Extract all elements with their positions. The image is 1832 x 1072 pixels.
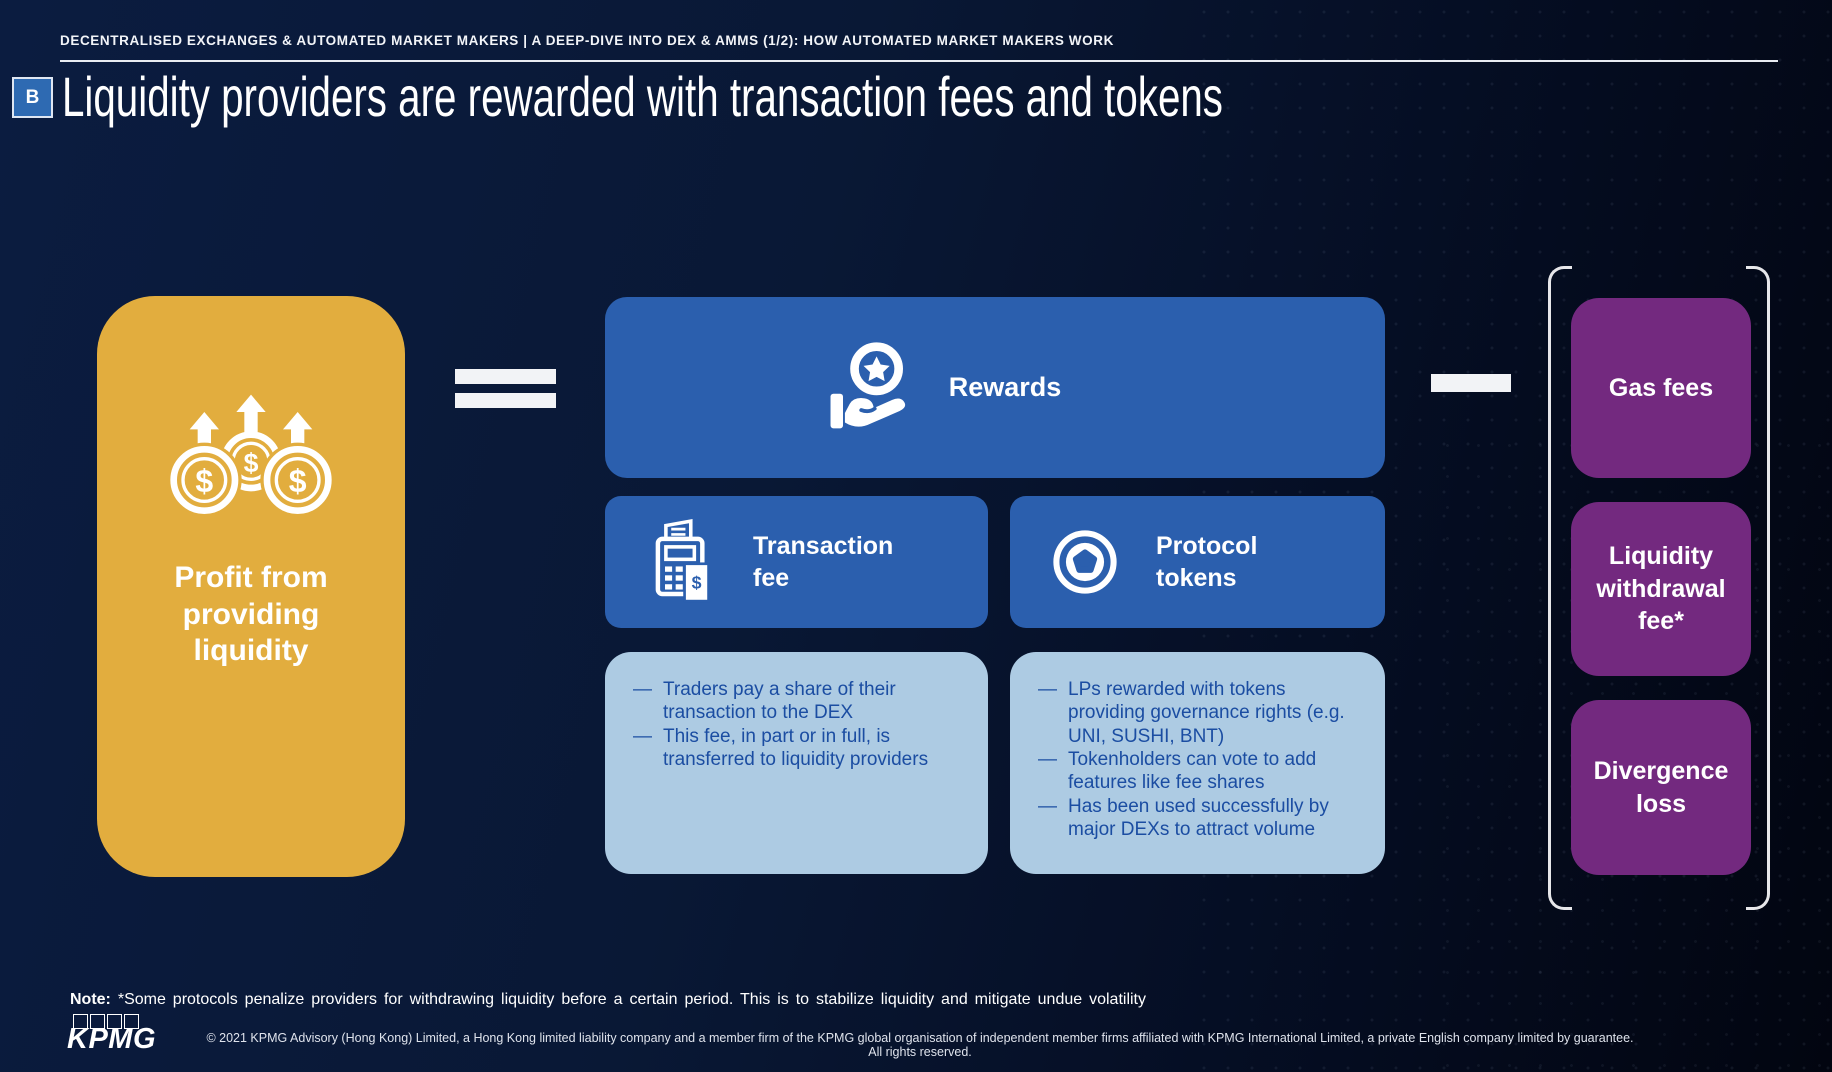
transaction-fee-details: — Traders pay a share of their transacti… xyxy=(605,652,988,874)
kpmg-logo-squares xyxy=(73,1014,156,1029)
profit-box-label: Profit from providing liquidity xyxy=(174,561,328,668)
detail-text: This fee, in part or in full, is transfe… xyxy=(663,725,929,771)
list-item: — Tokenholders can vote to add features … xyxy=(1038,748,1365,795)
protocol-tokens-box: Protocol tokens xyxy=(1010,496,1385,628)
footnote-label: Note: xyxy=(70,991,111,1008)
hand-medal-icon xyxy=(830,341,905,428)
detail-text: Tokenholders can vote to add features li… xyxy=(1068,749,1317,794)
section-badge: B xyxy=(12,77,53,118)
slide-kicker: DECENTRALISED EXCHANGES & AUTOMATED MARK… xyxy=(60,33,1114,48)
rewards-label: Rewards xyxy=(948,372,1062,402)
transaction-fee-box: $ Transaction fee xyxy=(605,496,988,628)
list-item: — Traders pay a share of their transacti… xyxy=(633,678,968,725)
footnote-text: *Some protocols penalize providers for w… xyxy=(110,991,1146,1008)
svg-text:$: $ xyxy=(244,448,259,478)
kpmg-logo-wordmark: KPMG xyxy=(67,1023,156,1055)
token-coin-icon xyxy=(1053,530,1117,594)
right-bracket xyxy=(1746,266,1770,910)
detail-text: Traders pay a share of their transaction… xyxy=(663,679,896,724)
page-title: Liquidity providers are rewarded with tr… xyxy=(62,65,1223,128)
transaction-fee-label: Transaction fee xyxy=(753,531,894,593)
dash-bullet: — xyxy=(1038,795,1057,817)
rewards-box: Rewards xyxy=(605,297,1385,478)
list-item: — This fee, in part or in full, is trans… xyxy=(633,725,968,772)
gas-fees-box: Gas fees xyxy=(1571,298,1751,478)
svg-text:$: $ xyxy=(195,463,213,499)
profit-box: $ $ $ Profit from providing liquidity xyxy=(97,296,405,877)
header-divider xyxy=(60,60,1778,62)
divergence-loss-box: Divergence loss xyxy=(1571,700,1751,875)
kpmg-logo: KPMG xyxy=(67,1014,156,1056)
minus-operator xyxy=(1431,374,1511,392)
dash-bullet: — xyxy=(1038,749,1057,771)
left-bracket xyxy=(1548,266,1572,910)
copyright-text: © 2021 KPMG Advisory (Hong Kong) Limited… xyxy=(206,1031,1634,1059)
svg-text:$: $ xyxy=(289,463,307,499)
liquidity-withdrawal-fee-box: Liquidity withdrawal fee* xyxy=(1571,502,1751,676)
dash-bullet: — xyxy=(633,725,652,747)
detail-text: LPs rewarded with tokens providing gover… xyxy=(1068,679,1345,747)
dash-bullet: — xyxy=(1038,679,1057,700)
list-item: — Has been used successfully by major DE… xyxy=(1038,795,1365,842)
list-item: — LPs rewarded with tokens providing gov… xyxy=(1038,678,1365,748)
protocol-tokens-label: Protocol tokens xyxy=(1156,531,1258,593)
detail-text: Has been used successfully by major DEXs… xyxy=(1068,795,1329,841)
coins-rising-icon: $ $ $ xyxy=(167,394,335,518)
footnote: Note: *Some protocols penalize providers… xyxy=(70,991,1146,1009)
pos-terminal-icon: $ xyxy=(655,518,710,603)
svg-text:$: $ xyxy=(692,573,702,593)
protocol-tokens-details: — LPs rewarded with tokens providing gov… xyxy=(1010,652,1385,874)
equals-operator xyxy=(455,369,556,408)
dash-bullet: — xyxy=(633,679,652,700)
